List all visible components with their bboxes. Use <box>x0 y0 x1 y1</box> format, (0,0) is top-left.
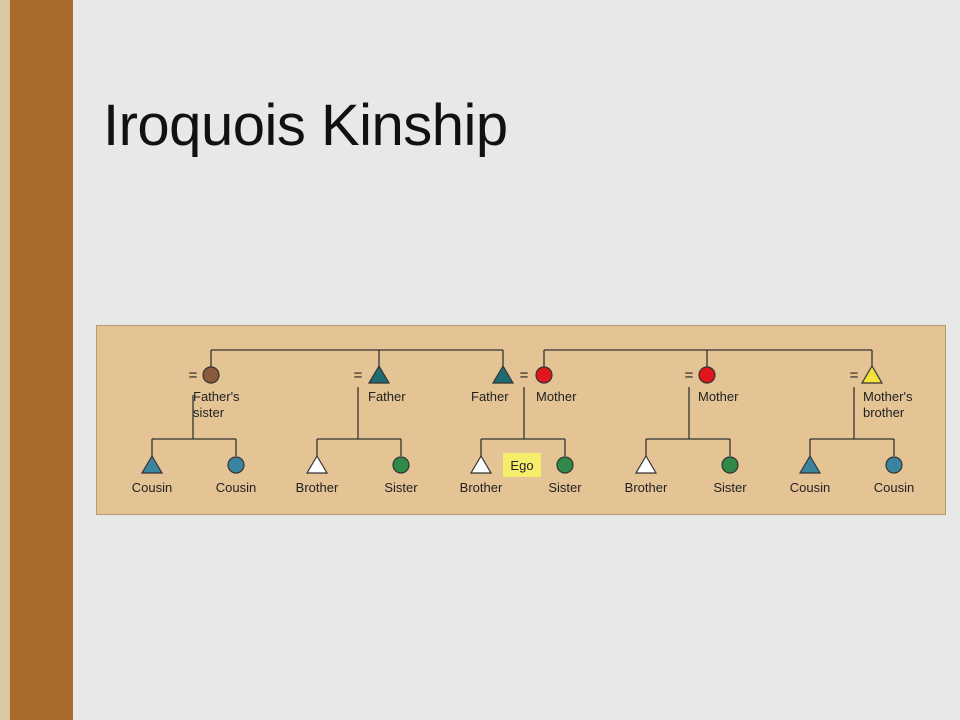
child-label-2: Brother <box>296 480 339 495</box>
child-symbol-6 <box>634 454 658 474</box>
parent-label-2-0: Father <box>471 389 509 404</box>
child-label-9: Cousin <box>874 480 914 495</box>
parent-label-0-1: sister <box>193 405 225 420</box>
spouse-equals-3: = <box>685 367 694 384</box>
child-symbol-3 <box>392 456 410 474</box>
child-symbol-8 <box>798 454 822 474</box>
child-label-4: Brother <box>460 480 503 495</box>
accent-bar <box>10 0 73 720</box>
spouse-equals-4: = <box>850 367 859 384</box>
diagram-panel <box>96 325 946 515</box>
parent-label-1-0: Father <box>368 389 406 404</box>
parent-symbol-2 <box>491 364 515 384</box>
spouse-equals-2: = <box>520 367 529 384</box>
slide-title: Iroquois Kinship <box>103 93 508 158</box>
child-symbol-9 <box>885 456 903 474</box>
ego-label: Ego <box>510 458 533 473</box>
spouse-equals-0: = <box>189 367 198 384</box>
child-symbol-5 <box>556 456 574 474</box>
parent-symbol-3 <box>535 366 553 384</box>
parent-label-0-0: Father's <box>193 389 240 404</box>
parent-label-4-0: Mother <box>698 389 739 404</box>
child-label-7: Sister <box>713 480 747 495</box>
ego-highlight <box>503 453 541 477</box>
child-label-8: Cousin <box>790 480 830 495</box>
parent-symbol-1 <box>367 364 391 384</box>
parent-label-3-0: Mother <box>536 389 577 404</box>
parent-symbol-5 <box>860 364 884 384</box>
child-label-0: Cousin <box>132 480 172 495</box>
spouse-equals-1: = <box>354 367 363 384</box>
child-label-1: Cousin <box>216 480 256 495</box>
child-symbol-0 <box>140 454 164 474</box>
child-label-3: Sister <box>384 480 418 495</box>
child-label-5: Sister <box>548 480 582 495</box>
child-symbol-4 <box>469 454 493 474</box>
child-symbol-7 <box>721 456 739 474</box>
accent-bar-light <box>0 0 10 720</box>
parent-symbol-0 <box>202 366 220 384</box>
parent-symbol-4 <box>698 366 716 384</box>
child-symbol-1 <box>227 456 245 474</box>
parent-label-5-1: brother <box>863 405 905 420</box>
child-symbol-2 <box>305 454 329 474</box>
child-label-6: Brother <box>625 480 668 495</box>
parent-label-5-0: Mother's <box>863 389 913 404</box>
